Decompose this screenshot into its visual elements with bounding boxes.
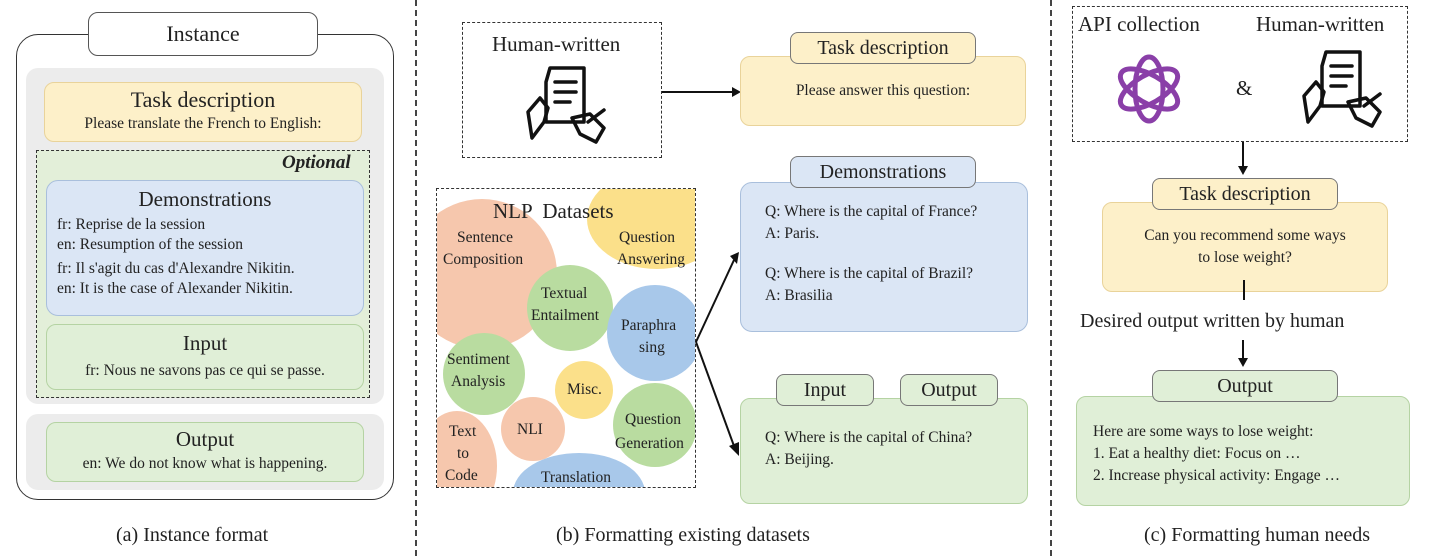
human-written-label-c: Human-written	[1256, 12, 1385, 36]
bubble-sentiment-analysis	[443, 333, 525, 415]
task-description-tab-b: Task description	[790, 32, 976, 64]
demonstrations-title-b: Demonstrations	[819, 161, 947, 183]
output-line: 2. Increase physical activity: Engage …	[1093, 467, 1341, 484]
task-description-text: Please translate the French to English:	[84, 115, 322, 132]
separator-right	[1050, 0, 1052, 556]
task-description-title: Task description	[130, 87, 276, 112]
task-description-title-b: Task description	[817, 37, 949, 59]
label-sentence: Sentence	[457, 229, 513, 246]
arrow-down-icon	[1238, 340, 1248, 367]
label-question-qa: Question	[619, 229, 675, 246]
document-in-hands-icon	[1302, 50, 1382, 128]
io-box-b: Q: Where is the capital of China? A: Bei…	[740, 398, 1028, 504]
api-collection-label: API collection	[1078, 12, 1200, 36]
caption-b: (b) Formatting existing datasets	[556, 524, 810, 546]
task-description-text-b: Please answer this question:	[795, 82, 971, 99]
task-description-tab-c: Task description	[1152, 178, 1338, 210]
optional-label: Optional	[282, 152, 351, 173]
input-box: Input fr: Nous ne savons pas ce qui se p…	[46, 324, 364, 390]
output-text: en: We do not know what is happening.	[82, 455, 328, 472]
nlp-datasets-box: NLP Datasets Sentence Composition Questi…	[436, 188, 696, 488]
output-box: Output en: We do not know what is happen…	[46, 422, 364, 482]
input-title: Input	[182, 331, 228, 355]
bubble-nli	[501, 397, 565, 461]
output-tab-label: Output	[921, 379, 977, 401]
openai-logo-icon	[1117, 54, 1181, 124]
label-question-qg: Question	[625, 411, 681, 428]
demonstrations-title: Demonstrations	[138, 187, 272, 211]
demo-line: fr: Reprise de la session	[57, 216, 206, 233]
label-nli: NLI	[517, 421, 543, 438]
human-written-box	[462, 22, 662, 158]
instance-title-tab: Instance	[88, 12, 318, 56]
demonstrations-tab-b: Demonstrations	[790, 156, 976, 188]
label-analysis: Analysis	[451, 373, 506, 390]
label-composition: Composition	[443, 251, 524, 268]
input-tab-label: Input	[803, 379, 847, 401]
label-translation: Translation	[541, 469, 612, 486]
output-title: Output	[175, 427, 235, 451]
label-textual: Textual	[541, 285, 588, 302]
label-sentiment: Sentiment	[447, 351, 510, 368]
output-tab-c: Output	[1152, 370, 1338, 402]
task-description-box: Task description Please translate the Fr…	[44, 82, 362, 142]
label-answering: Answering	[617, 251, 686, 268]
demonstrations-box-b: Q: Where is the capital of France? A: Pa…	[740, 182, 1028, 332]
separator-left	[415, 0, 417, 556]
arrow-down-icon	[1238, 142, 1248, 175]
instance-title: Instance	[166, 21, 240, 46]
document-in-hands-icon	[526, 66, 606, 144]
demonstrations-box: Demonstrations fr: Reprise de la session…	[46, 180, 364, 316]
bubble-misc	[555, 361, 613, 419]
output-title-c: Output	[1217, 375, 1273, 397]
task-description-box-b	[740, 56, 1026, 126]
connector-line	[1243, 280, 1245, 300]
demo-line: en: It is the case of Alexander Nikitin.	[57, 280, 293, 297]
output-line: Here are some ways to lose weight:	[1093, 423, 1314, 440]
task-line: to lose weight?	[1198, 249, 1292, 266]
ampersand: &	[1236, 76, 1253, 100]
bubble-textual-entailment	[527, 265, 613, 351]
label-code: Code	[445, 467, 478, 484]
demo-line-b: Q: Where is the capital of Brazil?	[765, 265, 974, 282]
io-line: A: Beijing.	[765, 451, 834, 468]
label-misc: Misc.	[567, 381, 602, 398]
arrow-icon	[662, 87, 741, 97]
demo-line-b: Q: Where is the capital of France?	[765, 203, 978, 220]
caption-a: (a) Instance format	[116, 524, 269, 546]
bubble-question-generation	[613, 383, 695, 467]
human-written-label: Human-written	[492, 32, 621, 56]
label-to: to	[457, 445, 470, 462]
task-description-box-c: Can you recommend some ways to lose weig…	[1102, 202, 1388, 292]
label-generation: Generation	[615, 435, 684, 452]
output-tab-b: Output	[900, 374, 998, 406]
input-text: fr: Nous ne savons pas ce qui se passe.	[85, 362, 325, 379]
demo-line: en: Resumption of the session	[57, 236, 243, 253]
label-text: Text	[449, 423, 477, 440]
task-description-title-c: Task description	[1179, 183, 1311, 205]
sources-box	[1072, 6, 1408, 142]
label-paraphra: Paraphra	[621, 317, 677, 334]
caption-c: (c) Formatting human needs	[1144, 524, 1371, 546]
output-line: 1. Eat a healthy diet: Focus on …	[1093, 445, 1301, 462]
branch-arrows	[695, 252, 739, 456]
input-tab-b: Input	[776, 374, 874, 406]
io-line: Q: Where is the capital of China?	[765, 429, 973, 446]
label-sing: sing	[639, 339, 665, 356]
nlp-datasets-title: NLP Datasets	[493, 199, 614, 223]
demo-line: fr: Il s'agit du cas d'Alexandre Nikitin…	[57, 260, 295, 277]
desired-output-label: Desired output written by human	[1080, 310, 1345, 332]
demo-line-b: A: Paris.	[765, 225, 820, 242]
output-box-c: Here are some ways to lose weight: 1. Ea…	[1076, 396, 1410, 506]
task-line: Can you recommend some ways	[1144, 227, 1346, 244]
label-entailment: Entailment	[531, 307, 600, 324]
bubble-paraphrasing	[607, 285, 695, 381]
demo-line-b: A: Brasilia	[765, 287, 833, 304]
